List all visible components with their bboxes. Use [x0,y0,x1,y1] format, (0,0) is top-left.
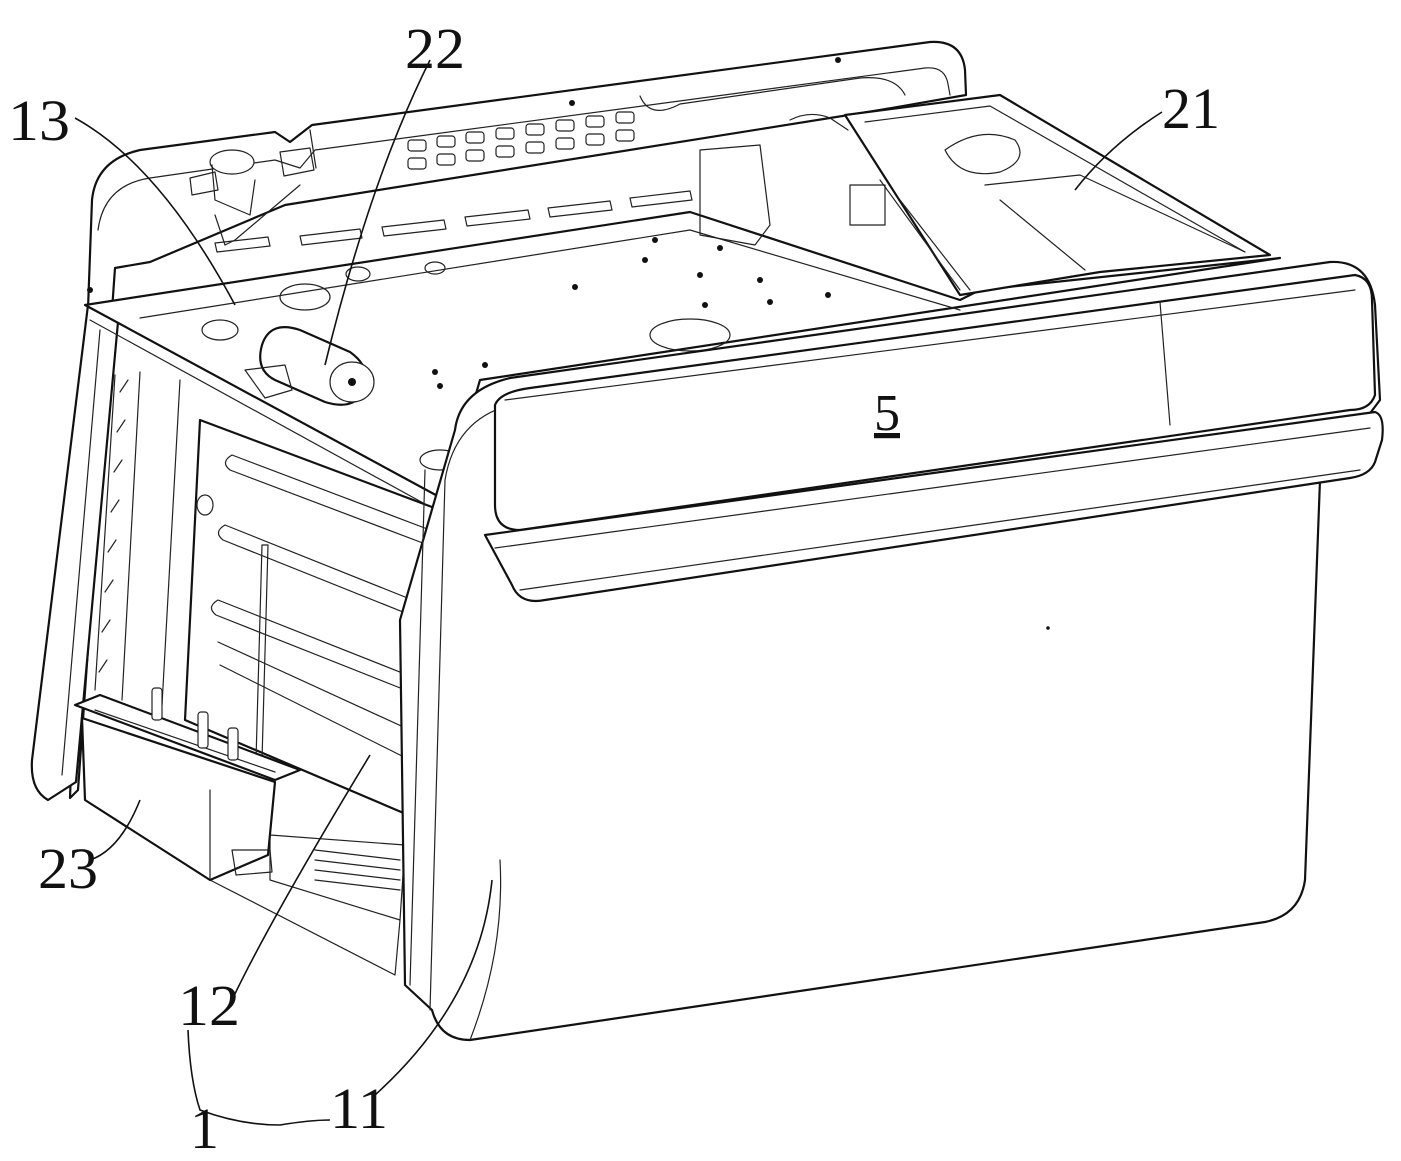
label-1: 1 [190,1096,219,1161]
label-5: 5 [874,385,900,442]
label-11: 11 [330,1076,388,1141]
leader-23 [89,799,141,861]
inner-chamber [94,371,442,976]
front-housing [398,260,1384,1042]
leader-11 [374,879,493,1096]
leader-22 [324,59,431,366]
leader-21 [1074,111,1163,191]
left-side-shell [30,298,122,802]
label-12: 12 [178,973,240,1038]
leader-13 [74,117,236,306]
pump [244,326,375,406]
steam-generator [73,687,302,882]
label-21: 21 [1162,76,1220,141]
bracket-1 [187,1029,331,1126]
leader-lines [74,59,1163,1126]
rear-panel [43,40,968,800]
reference-labels: 13 22 21 5 23 12 1 11 [8,16,1220,1161]
leader-12 [231,754,371,1001]
water-tank [699,93,1272,297]
label-13: 13 [8,88,70,153]
label-23: 23 [38,836,98,901]
label-22: 22 [405,16,465,81]
valve-fittings [189,147,315,246]
